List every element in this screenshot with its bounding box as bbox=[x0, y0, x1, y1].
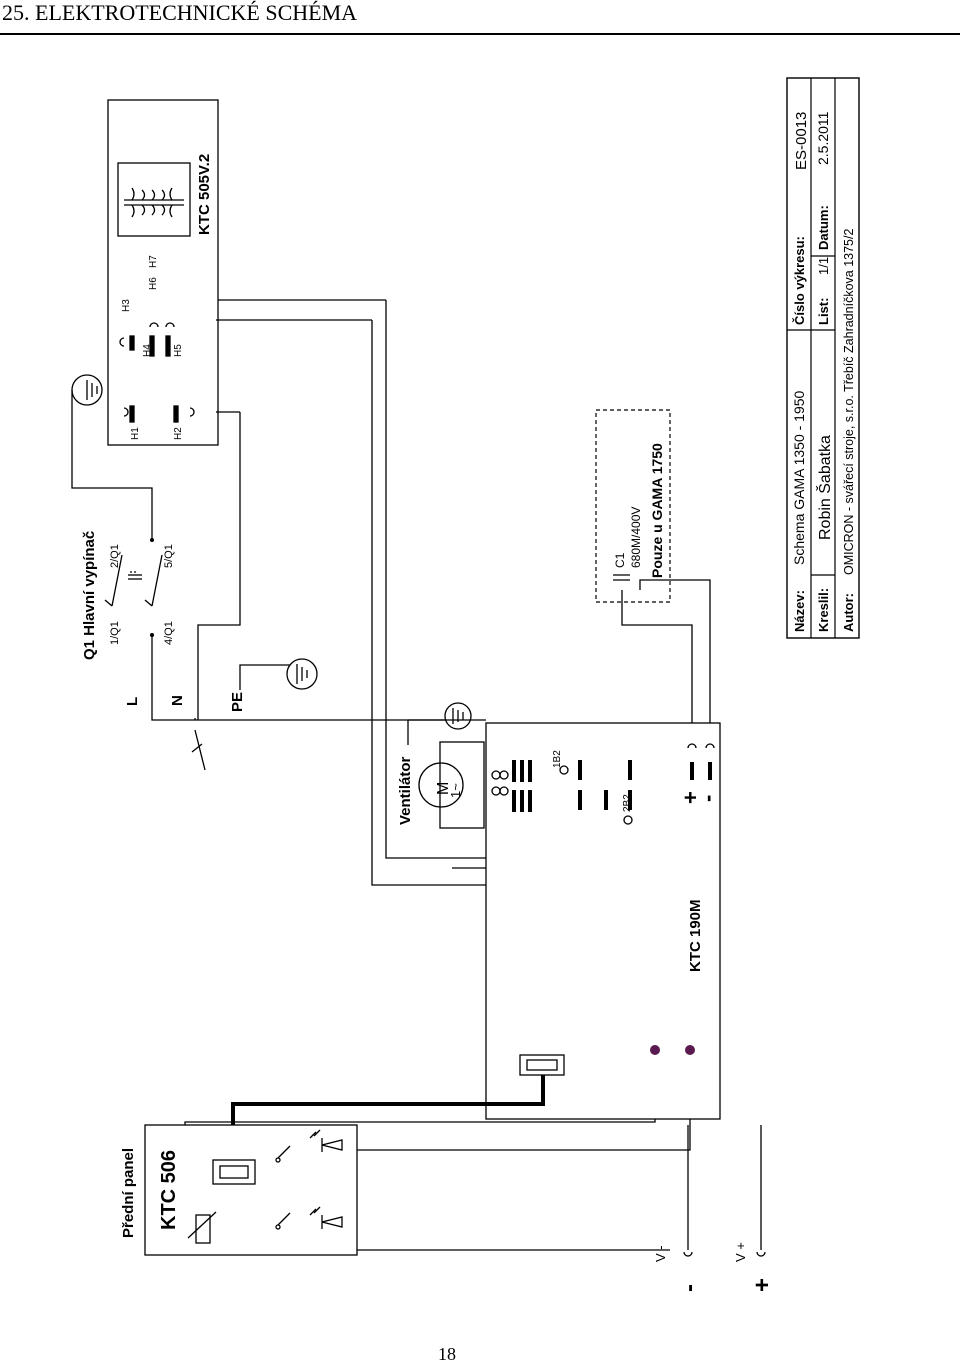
tb-autor-label: Autor: bbox=[841, 593, 856, 632]
pe-earth-icon bbox=[286, 658, 318, 690]
tb-cislo-value: ES-0013 bbox=[793, 112, 810, 170]
tb-autor-value: OMICRON - svářecí stroje, s.r.o. Třebíč … bbox=[842, 229, 856, 575]
tb-list-label: List: bbox=[816, 298, 831, 325]
output-terminals: V - V + - + bbox=[653, 1125, 776, 1292]
title-block: Název: Schema GAMA 1350 - 1950 Číslo výk… bbox=[786, 77, 860, 639]
terminal-h1: H1 bbox=[130, 427, 141, 440]
output-vminus-label: V - bbox=[653, 1245, 668, 1262]
switch-icon bbox=[275, 1145, 291, 1230]
switch-t4: 4/Q1 bbox=[163, 621, 175, 645]
terminal-h7: H7 bbox=[148, 255, 159, 268]
main-switch: Q1 Hlavní vypínač 1/Q1 2/Q1 4/Q1 5/Q1 bbox=[81, 531, 175, 660]
transformer-name: KTC 505V.2 bbox=[196, 154, 213, 235]
board-name: KTC 190M bbox=[687, 899, 704, 972]
capacitor: C1 680M/400V Pouze u GAMA 1750 bbox=[595, 409, 671, 603]
control-board: KTC 190M 1B2 2B2 + - bbox=[485, 722, 721, 1120]
output-dot-plus bbox=[685, 1045, 695, 1055]
motor-label: M bbox=[435, 782, 452, 795]
board-2b2: 2B2 bbox=[622, 794, 633, 812]
capacitor-ref: C1 bbox=[613, 552, 627, 568]
switch-t1: 1/Q1 bbox=[109, 621, 121, 645]
capacitor-value: 680M/400V bbox=[629, 507, 643, 568]
page-number: 18 bbox=[438, 1344, 456, 1364]
potentiometer-icon bbox=[187, 1211, 217, 1244]
switch-t2: 2/Q1 bbox=[109, 544, 121, 568]
terminal-h5: H5 bbox=[173, 344, 184, 357]
mains-n: N bbox=[169, 695, 186, 706]
tb-nazev-value: Schema GAMA 1350 - 1950 bbox=[791, 390, 807, 565]
tb-cislo-label: Číslo výkresu: bbox=[792, 236, 807, 325]
fan: M 1~ Ventilátor bbox=[397, 719, 485, 829]
terminal-h4: H4 bbox=[142, 344, 153, 357]
fan-earth-icon bbox=[444, 702, 472, 730]
output-dot-minus bbox=[650, 1045, 660, 1055]
page-heading: 25. ELEKTROTECHNICKÉ SCHÉMA bbox=[2, 0, 358, 25]
led-icon bbox=[309, 1129, 343, 1229]
control-board-box bbox=[485, 722, 721, 1120]
board-terminals bbox=[512, 760, 712, 812]
motor-icon bbox=[418, 762, 464, 808]
mains-l: L bbox=[124, 697, 141, 706]
board-1b2: 1B2 bbox=[552, 750, 563, 768]
transformer-coils-icon bbox=[124, 187, 184, 218]
tb-datum-label: Datum: bbox=[816, 205, 831, 250]
heading-rule bbox=[0, 33, 960, 35]
transformer: KTC 505V.2 H1 H2 H3 H4 H5 H6 H7 bbox=[107, 99, 219, 446]
mains-pe: PE bbox=[229, 692, 246, 712]
switch-title: Q1 Hlavní vypínač bbox=[81, 531, 98, 660]
front-panel: Přední panel KTC 506 bbox=[120, 1124, 358, 1256]
tb-datum-value: 2.5.2011 bbox=[815, 111, 831, 165]
motor-phase: 1~ bbox=[448, 783, 463, 798]
terminal-h3: H3 bbox=[121, 299, 132, 312]
tb-nazev-label: Název: bbox=[792, 590, 807, 632]
tb-list-value: 1/1 bbox=[816, 257, 831, 275]
board-plus: + bbox=[678, 791, 703, 804]
terminal-h2: H2 bbox=[173, 427, 184, 440]
panel-title: Přední panel bbox=[120, 1148, 137, 1238]
output-vplus-label: V + bbox=[733, 1242, 748, 1262]
tb-kreslil-label: Kreslil: bbox=[816, 588, 831, 632]
output-minus-sign: - bbox=[676, 1284, 703, 1292]
earth-symbol-icon bbox=[71, 374, 103, 412]
board-minus: - bbox=[695, 795, 720, 802]
tb-kreslil-value: Robin Šabatka bbox=[815, 435, 834, 540]
capacitor-note: Pouze u GAMA 1750 bbox=[649, 443, 665, 578]
panel-name: KTC 506 bbox=[158, 1150, 180, 1230]
fan-label: Ventilátor bbox=[397, 756, 414, 825]
capacitor-option-box bbox=[595, 409, 671, 603]
output-plus-sign: + bbox=[749, 1278, 776, 1292]
transformer-box bbox=[107, 99, 219, 446]
fan-box bbox=[439, 741, 485, 829]
terminal-h6: H6 bbox=[148, 277, 159, 290]
panel-connector-icon bbox=[212, 1159, 256, 1185]
switch-t5: 5/Q1 bbox=[163, 544, 175, 568]
